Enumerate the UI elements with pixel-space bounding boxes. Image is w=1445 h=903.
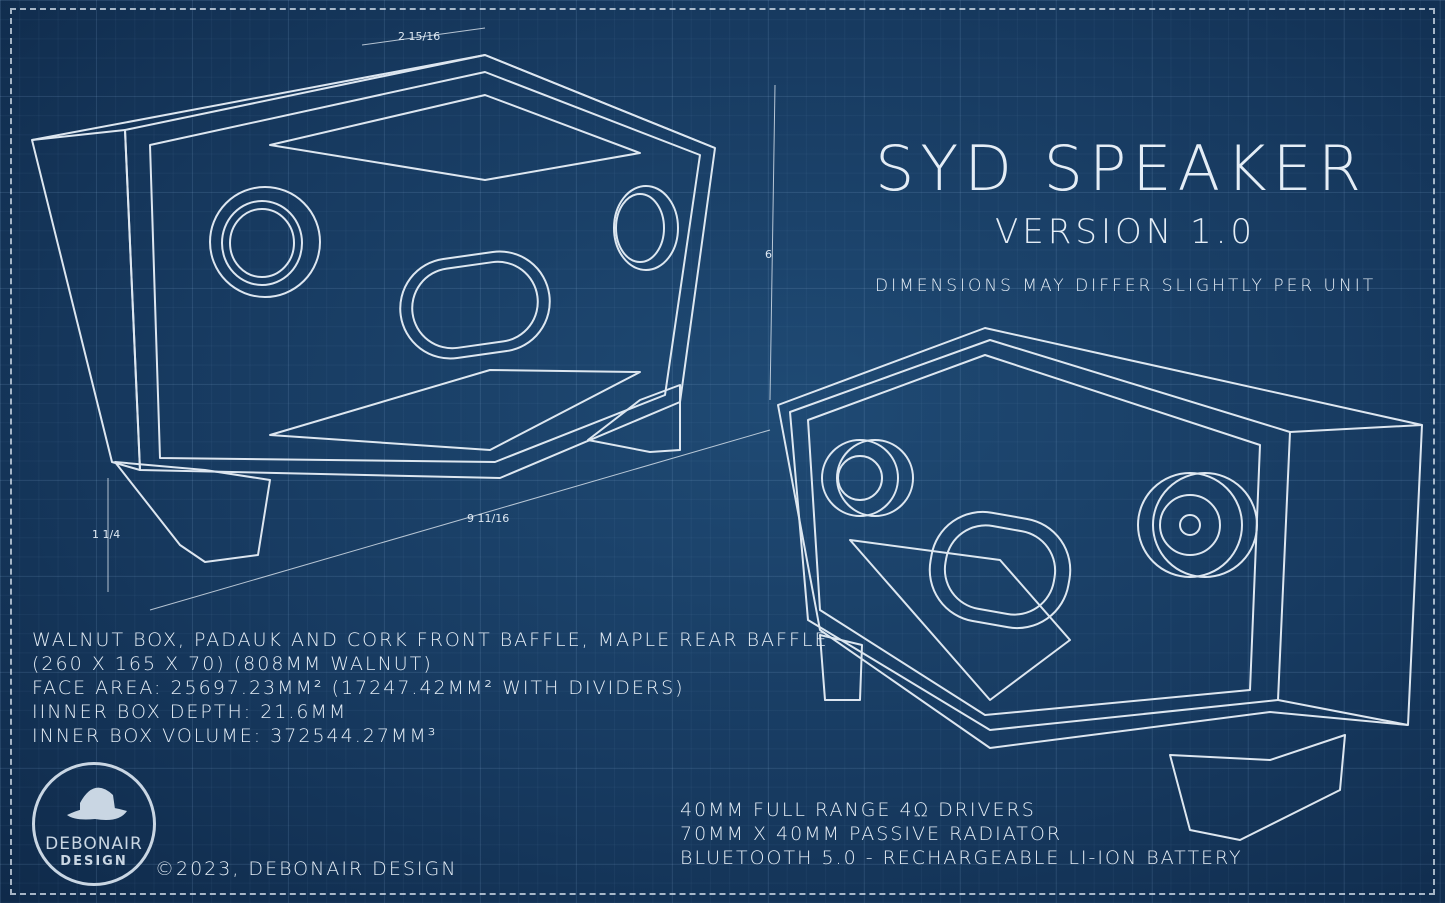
dashed-border <box>10 8 1435 895</box>
version-label: Version 1.0 <box>995 212 1257 252</box>
spec-line: Walnut box, Padauk and cork front baffle… <box>32 629 829 651</box>
dim-height: 6 <box>765 248 772 261</box>
front-view-speaker <box>31 27 776 611</box>
feature-line: 70mm x 40mm passive radiator <box>680 823 1063 845</box>
dim-top-width: 2 15/16 <box>398 30 441 43</box>
feature-line: Bluetooth 5.0 - rechargeable Li-ion batt… <box>680 847 1243 869</box>
disclaimer: Dimensions may differ slightly per unit <box>875 276 1377 296</box>
dim-length: 9 11/16 <box>467 512 510 525</box>
spec-line: Inner box volume: 372544.27mm³ <box>32 725 438 747</box>
spec-line: (260 x 165 x 70) (808mm walnut) <box>32 653 433 675</box>
debonair-logo: DEBONAIR DESIGN <box>32 762 156 886</box>
specs-list: Walnut box, Padauk and cork front baffle… <box>32 628 829 748</box>
page-title: Syd Speaker <box>875 132 1367 205</box>
svg-text:DESIGN: DESIGN <box>60 854 127 869</box>
svg-text:DEBONAIR: DEBONAIR <box>45 834 143 854</box>
spec-line: Iinner box depth: 21.6mm <box>32 701 348 723</box>
angled-view-speaker <box>777 327 1423 841</box>
copyright: ©2023, Debonair Design <box>155 858 458 880</box>
dim-foot: 1 1/4 <box>92 528 121 541</box>
features-list: 40mm full range 4Ω drivers 70mm x 40mm p… <box>680 798 1243 870</box>
feature-line: 40mm full range 4Ω drivers <box>680 799 1036 821</box>
spec-line: Face area: 25697.23mm² (17247.42mm² with… <box>32 677 685 699</box>
bowler-hat-icon: DEBONAIR DESIGN <box>45 787 143 869</box>
